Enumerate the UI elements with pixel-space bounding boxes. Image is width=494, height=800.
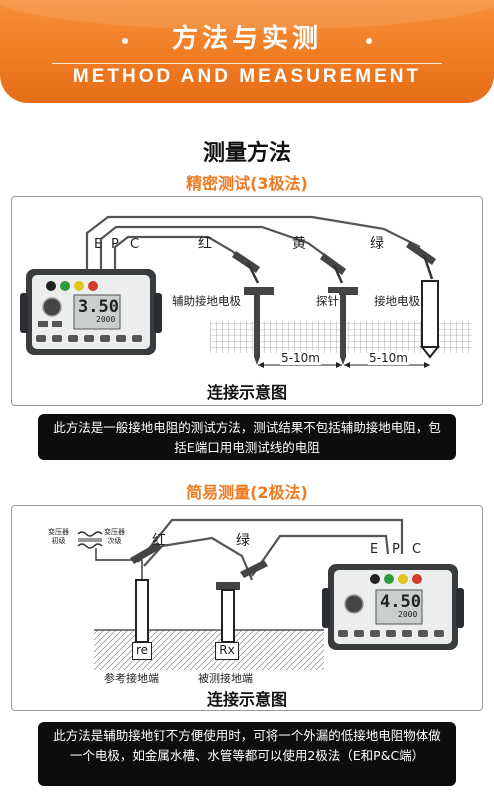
decorative-dot [122, 38, 128, 44]
tested-ground-label: 被测接地端 [198, 672, 253, 685]
distance-arrow-2 [344, 362, 430, 368]
wire-red-label: 红 [198, 236, 212, 252]
terminal-p-label: P [111, 237, 119, 252]
transformer-primary-line1: 变压器 [48, 528, 69, 536]
method3-caption: 连接示意图 [206, 383, 287, 402]
reference-ground-label: 参考接地端 [104, 672, 159, 685]
meter-display-range: 2000 [398, 610, 418, 619]
transformer-secondary-line2: 次级 [107, 537, 122, 545]
method2-diagram: 变压器 初级 变压器 次级 红 绿 E P C re Rx 参考接地端 被测接地… [11, 505, 483, 711]
terminal-c-label: C [130, 237, 140, 252]
transformer-secondary-label: 变压器 次级 [104, 528, 125, 546]
tester-meter-icon [322, 564, 464, 650]
method3-diagram-svg [20, 215, 472, 368]
wire-green-short [143, 536, 254, 581]
terminal-e-label: E [94, 237, 103, 252]
meter-display-range: 2000 [96, 315, 116, 324]
meter-display-value: 4.50 [380, 592, 421, 612]
method3-diagram: E P C 红 黄 绿 辅助接地电极 探针 接地电极 5-10m 5-10m 3… [11, 196, 483, 406]
transformer-primary-label: 变压器 初级 [48, 528, 69, 546]
rx-label: Rx [215, 642, 239, 660]
wire-green-label: 绿 [236, 533, 250, 549]
method2-title: 简易测量(2极法) [186, 483, 308, 502]
distance-label-1: 5-10m [280, 351, 321, 365]
wire-c-green [85, 215, 421, 279]
header-divider [52, 63, 442, 64]
probe-label: 探针 [316, 293, 339, 309]
probe-icon [328, 287, 358, 365]
auxiliary-electrode-icon [244, 287, 274, 365]
decorative-dot [366, 38, 372, 44]
terminal-c-label: C [412, 542, 422, 557]
page-title: 测量方法 [202, 141, 291, 166]
distance-label-2: 5-10m [368, 351, 409, 365]
clip-green-icon [406, 241, 436, 280]
ground-electrode-label: 接地电极 [374, 293, 420, 309]
clip-yellow-icon [320, 253, 346, 284]
transformer-secondary-line1: 变压器 [104, 528, 125, 536]
re-label: re [132, 642, 152, 660]
transformer-primary-line2: 初级 [51, 537, 66, 545]
wire-green-label: 绿 [370, 236, 384, 252]
terminal-e-label: E [370, 542, 379, 557]
method3-title: 精密测试(3极法) [186, 174, 308, 193]
header-title: 方法与实测 [171, 24, 322, 54]
wire-red-label: 红 [152, 533, 166, 549]
wire-green-to-meter [251, 534, 390, 577]
reference-rod-icon [135, 579, 149, 643]
wire-red-long [137, 518, 404, 563]
clip-red-icon [232, 251, 260, 284]
wire-yellow-label: 黄 [292, 236, 306, 252]
distance-arrow-1 [258, 362, 342, 368]
method2-note: 此方法是辅助接地钉不方便使用时，可将一个外漏的低接地电阻物体做一个电极，如金属水… [38, 722, 456, 786]
clip-green-icon [240, 560, 268, 578]
method2-caption: 连接示意图 [206, 690, 287, 709]
method3-note: 此方法是一般接地电阻的测试方法，测试结果不包括辅助接地电阻，包括E端口用电测试线… [38, 414, 456, 460]
terminal-p-label: P [392, 542, 400, 557]
auxiliary-electrode-label: 辅助接地电极 [172, 294, 241, 308]
header-banner: 方法与实测 METHOD AND MEASUREMENT [0, 0, 494, 103]
tester-meter-icon [20, 269, 162, 355]
meter-display-value: 3.50 [78, 297, 119, 317]
ground-electrode-icon [419, 280, 441, 359]
header-subtitle: METHOD AND MEASUREMENT [72, 66, 422, 87]
clip-red-icon [130, 542, 162, 564]
wire-e-red [113, 235, 245, 281]
ground-soil [94, 630, 324, 670]
wire-p-yellow [99, 225, 331, 281]
